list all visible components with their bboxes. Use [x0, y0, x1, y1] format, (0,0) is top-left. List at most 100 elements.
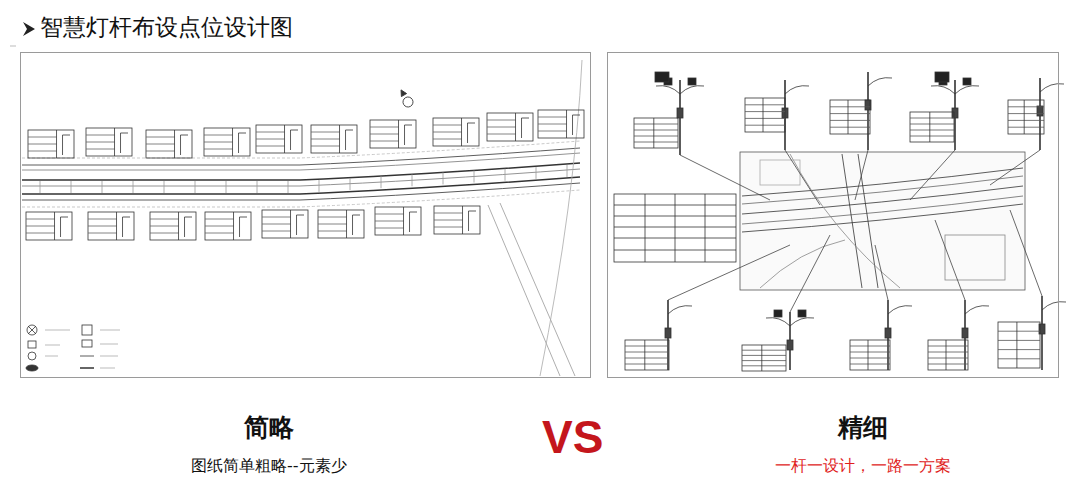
table-row: [625, 358, 669, 359]
pole-icon: [181, 135, 188, 155]
table-divider: [763, 98, 764, 132]
pole-icon: [297, 215, 304, 235]
table-row: [311, 132, 340, 133]
callout-table: [262, 210, 308, 238]
table-divider: [761, 345, 762, 371]
versus-label: VS: [542, 410, 603, 464]
pole-table: [910, 112, 954, 142]
pole-icon: [61, 217, 68, 237]
pole-device: [774, 310, 782, 317]
table-row: [625, 346, 669, 347]
lamp-point: [412, 174, 413, 186]
callout-table: [487, 113, 533, 141]
pole-arm: [1042, 302, 1066, 310]
side-road: [500, 203, 575, 376]
pole-device: [935, 72, 949, 82]
table-divider: [1024, 100, 1025, 134]
pole-icon: [573, 115, 580, 135]
table-divider: [644, 340, 645, 370]
road-edge: [22, 141, 580, 158]
pole-icon: [469, 211, 476, 231]
map-road: [790, 154, 900, 288]
table-row: [1008, 127, 1044, 128]
pole-icon: [405, 125, 412, 145]
pole-device: [665, 328, 671, 338]
lamp-point: [195, 181, 196, 193]
table-row: [928, 352, 968, 353]
pole-icon: [353, 215, 360, 235]
table-row: [487, 134, 516, 135]
leader-line: [785, 150, 820, 205]
table-row: [318, 224, 347, 225]
table-row: [204, 142, 233, 143]
leader-line: [935, 220, 965, 300]
pole-arm: [680, 86, 704, 94]
pole-icon: [123, 217, 130, 237]
lamp-point: [133, 181, 134, 193]
table-row: [998, 331, 1040, 332]
lamp-point: [381, 176, 382, 188]
table-row: [28, 144, 57, 145]
table-row: [742, 355, 786, 356]
pole-icon: [468, 123, 475, 143]
road-line: [22, 183, 580, 200]
map-road: [858, 154, 878, 288]
road-line: [22, 148, 580, 165]
callout-table: [256, 125, 302, 153]
pole-icon: [291, 130, 298, 150]
table-row: [910, 130, 954, 131]
table-row: [998, 358, 1040, 359]
table-row: [850, 358, 890, 359]
leader-line: [910, 150, 955, 200]
leader-line: [668, 245, 790, 300]
lamp-point: [257, 181, 258, 193]
lamp-point: [567, 165, 568, 177]
pole-device: [677, 108, 683, 118]
callout-table: [88, 212, 134, 240]
table-row: [910, 124, 954, 125]
table-row: [928, 364, 968, 365]
table-row: [88, 219, 117, 220]
map-road: [742, 204, 1023, 232]
table-row: [1008, 113, 1044, 114]
drawing-panel: 简略图纸简单粗略--元素少: [20, 52, 591, 378]
table-row: [204, 135, 233, 136]
table-divider: [54, 212, 55, 240]
pole-device: [885, 328, 891, 338]
pole-device: [787, 340, 793, 350]
pole-table: [1008, 100, 1044, 134]
table-row: [205, 226, 234, 227]
lamp-point: [350, 178, 351, 190]
lamp-point: [474, 171, 475, 183]
pole-device: [1037, 106, 1043, 116]
table-row: [204, 149, 233, 150]
pole-arm: [955, 86, 979, 94]
table-row: [86, 135, 115, 136]
drawing-panel: 精细一杆一设计，一路一方案: [607, 52, 1059, 378]
table-row: [538, 124, 567, 125]
pole-arm: [1040, 84, 1064, 92]
lamp-point: [288, 181, 289, 193]
callout-table: [370, 120, 416, 148]
table-row: [998, 349, 1040, 350]
lamp-point: [226, 181, 227, 193]
table-row: [850, 364, 890, 365]
road-line: [22, 177, 580, 194]
table-divider: [56, 130, 57, 158]
table-divider: [946, 340, 947, 370]
table-row: [262, 217, 291, 218]
table-divider: [1016, 322, 1017, 368]
pole-table: [745, 98, 785, 132]
table-row: [262, 231, 291, 232]
leader-line: [855, 150, 868, 200]
map-road: [742, 186, 1023, 214]
table-row: [634, 136, 678, 137]
callout-table: [204, 128, 250, 156]
table-row: [850, 346, 890, 347]
table-divider: [566, 110, 567, 138]
lamp-point: [164, 181, 165, 193]
table-row: [742, 350, 786, 351]
table-divider: [174, 130, 175, 158]
table-row: [433, 132, 462, 133]
table-row: [433, 139, 462, 140]
